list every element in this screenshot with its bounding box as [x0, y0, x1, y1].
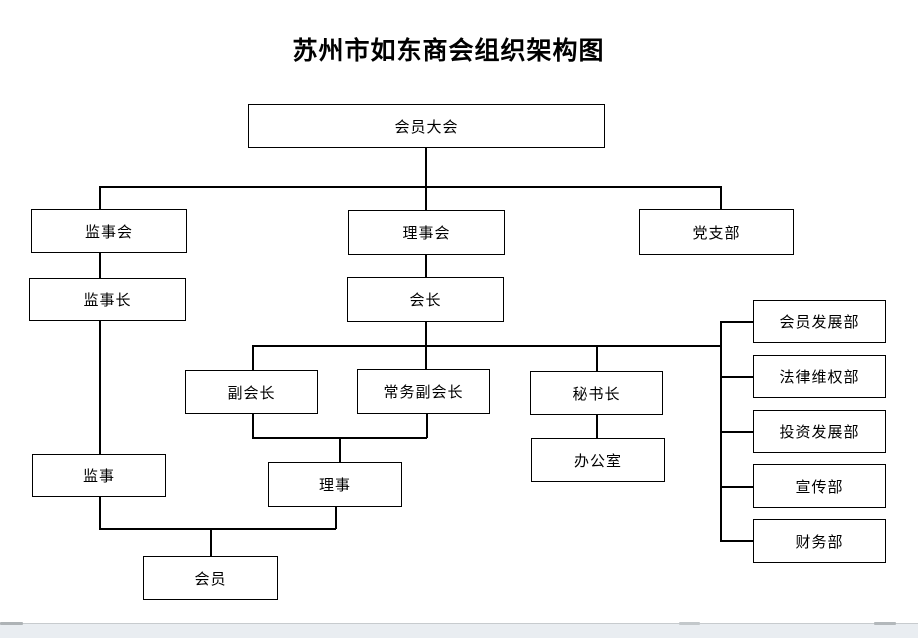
org-node-huizhang: 会长	[347, 277, 504, 322]
scrollbar-thumb[interactable]	[874, 622, 896, 625]
connector-line	[99, 528, 336, 530]
connector-line	[720, 431, 753, 433]
org-chart-canvas: 会员大会监事会 理事会 党支部监事长 会长副会长 常务副会长 秘书长办公室 会员发展部法律维…	[29, 104, 886, 600]
org-node-label: 监事	[82, 468, 115, 485]
org-node-xuanchuanbu: 宣传部	[753, 464, 886, 508]
org-node-label: 会长	[409, 292, 442, 309]
org-node-mishuzhang: 秘书长	[530, 371, 663, 415]
connector-line	[210, 528, 212, 556]
org-node-falv-weiquanbu: 法律维权部	[753, 355, 886, 398]
org-node-lishi: 理事	[268, 462, 402, 507]
connector-line	[720, 376, 753, 378]
org-node-huiyuan-dahui: 会员大会	[248, 104, 605, 148]
org-node-label: 会员大会	[394, 118, 459, 136]
org-node-jianshizhang: 监事长	[29, 278, 186, 321]
connector-line	[99, 186, 101, 209]
org-node-label: 监事长	[83, 292, 132, 309]
org-node-label: 会员	[194, 570, 227, 588]
org-node-fuhuizhang: 副会长	[185, 370, 318, 414]
org-node-caiwubu: 财务部	[753, 519, 886, 563]
connector-line	[720, 486, 753, 488]
connector-line	[720, 321, 753, 323]
connector-line	[426, 414, 428, 438]
connector-line	[99, 321, 101, 454]
connector-line	[252, 345, 254, 370]
connector-line	[425, 148, 427, 187]
org-node-label: 常务副会长	[383, 384, 464, 401]
org-node-bangongshi: 办公室	[531, 438, 665, 482]
org-node-label: 秘书长	[572, 385, 621, 403]
org-node-huiyuan-fazhanbu: 会员发展部	[753, 300, 886, 343]
org-node-jianshihui: 监事会	[31, 209, 187, 253]
org-node-lishihui: 理事会	[348, 210, 505, 255]
connector-line	[425, 255, 427, 277]
org-node-label: 会员发展部	[779, 314, 860, 331]
org-node-dangzhibu: 党支部	[639, 209, 794, 255]
org-node-label: 法律维权部	[779, 369, 860, 386]
connector-line	[425, 186, 427, 210]
scrollbar-thumb[interactable]	[0, 622, 23, 625]
connector-line	[99, 186, 721, 188]
connector-line	[596, 415, 598, 438]
org-node-touzi-fazhanbu: 投资发展部	[753, 410, 886, 453]
connector-line	[99, 497, 101, 529]
connector-line	[335, 507, 337, 529]
org-node-label: 副会长	[227, 384, 276, 402]
connector-line	[252, 345, 721, 347]
org-node-changwu-fuhuizhang: 常务副会长	[357, 369, 490, 414]
org-node-label: 党支部	[692, 224, 741, 242]
org-node-label: 投资发展部	[779, 424, 860, 441]
horizontal-scrollbar-track[interactable]	[0, 623, 918, 638]
org-node-label: 监事会	[84, 223, 133, 241]
org-node-label: 财务部	[795, 533, 844, 551]
connector-line	[596, 345, 598, 371]
connector-line	[99, 253, 101, 278]
org-node-jianshi: 监事	[32, 454, 166, 497]
org-node-label: 办公室	[573, 452, 622, 470]
connector-line	[252, 414, 254, 438]
chart-title: 苏州市如东商会组织架构图	[292, 38, 605, 65]
connector-line	[720, 540, 753, 542]
connector-line	[720, 186, 722, 209]
org-node-label: 理事	[318, 477, 351, 494]
org-node-label: 宣传部	[795, 478, 844, 496]
org-node-huiyuan: 会员	[143, 556, 278, 600]
connector-line	[339, 437, 341, 462]
org-node-label: 理事会	[402, 225, 451, 242]
scrollbar-thumb[interactable]	[679, 622, 700, 625]
